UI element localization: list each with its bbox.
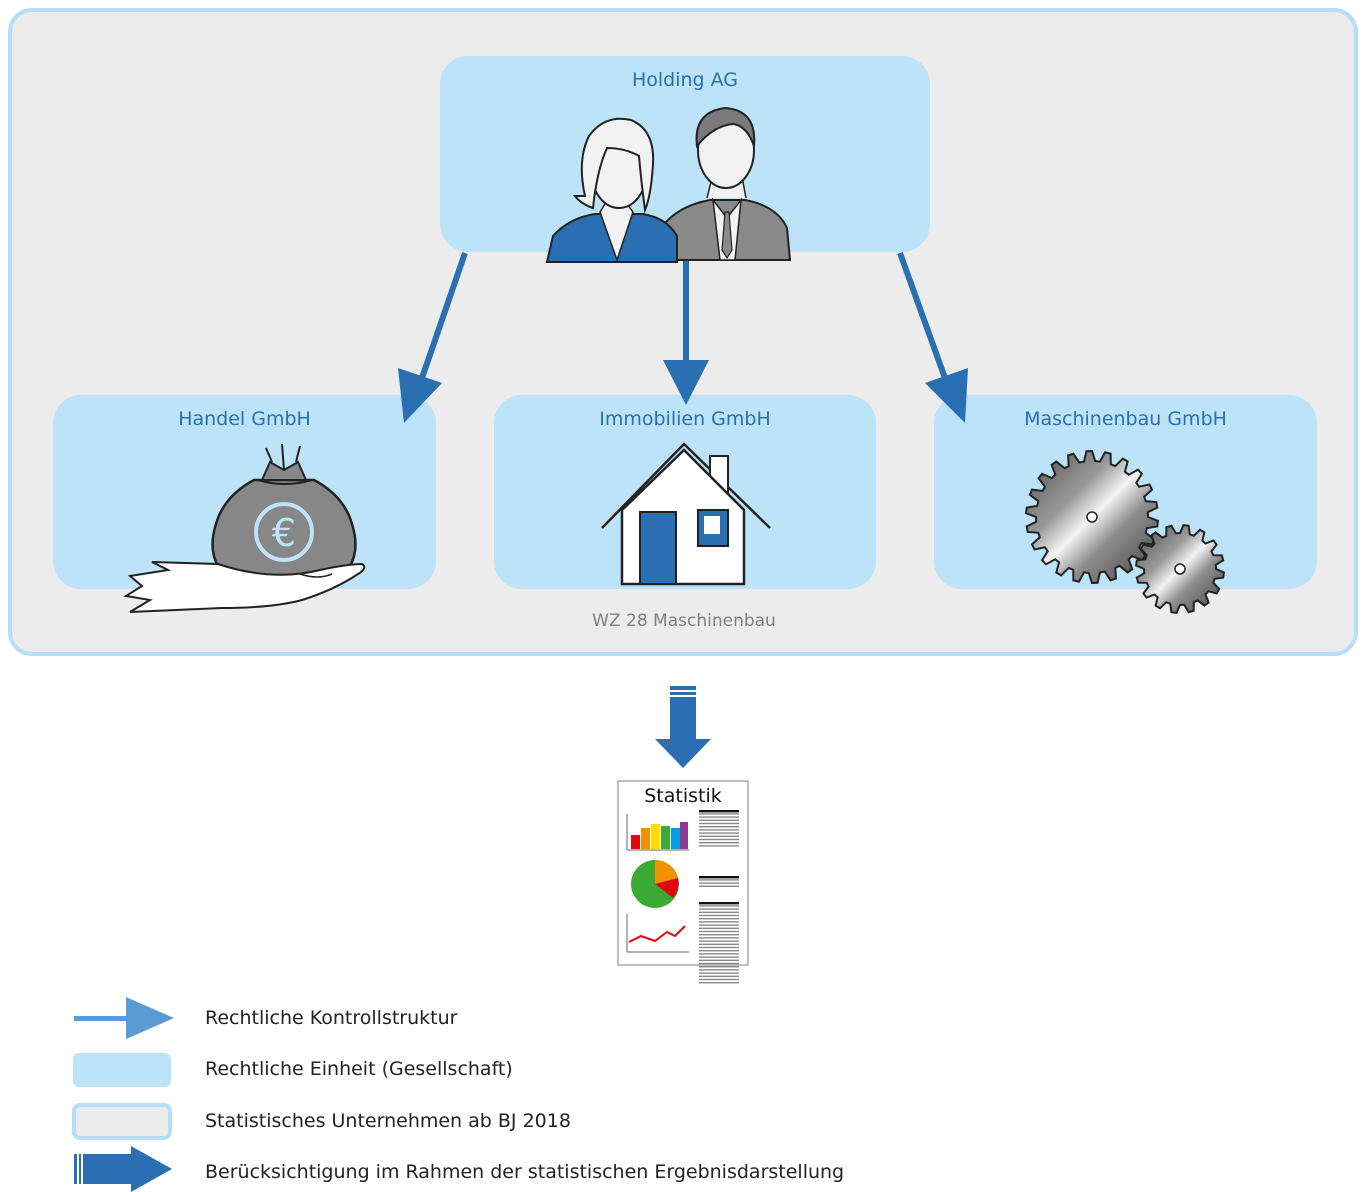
document-text-line — [699, 943, 739, 945]
document-text-line — [699, 940, 739, 942]
document-text-line — [699, 826, 739, 828]
document-text-line — [699, 879, 739, 881]
legend-statistical-enterprise: Statistisches Unternehmen ab BJ 2018 — [205, 1110, 571, 1132]
document-text-line — [699, 838, 739, 841]
document-text-line — [699, 953, 739, 955]
document-text-line — [699, 962, 739, 965]
arrow-to-immobilien — [663, 255, 709, 405]
document-text-line — [699, 927, 739, 929]
gear-hole — [1174, 563, 1186, 575]
document-text-line — [699, 822, 739, 825]
document-text-line — [699, 914, 739, 917]
house-icon — [601, 442, 771, 586]
legend-control-structure: Rechtliche Kontrollstruktur — [205, 1007, 458, 1029]
document-text-line — [699, 956, 739, 958]
document-text-line — [699, 810, 739, 813]
legend-control-arrow-icon — [74, 997, 174, 1039]
document-text-line — [699, 911, 739, 913]
gear-hole — [1086, 511, 1098, 523]
document-text-line — [699, 816, 739, 818]
document-text-line — [699, 829, 739, 831]
document-text-line — [699, 978, 739, 981]
statistics-title: Statistik — [644, 785, 722, 807]
svg-text:€: € — [272, 511, 296, 555]
document-text-line — [699, 908, 739, 910]
document-text-line — [699, 842, 739, 844]
document-text-line — [699, 882, 739, 884]
people-icon — [545, 106, 792, 263]
document-text-line — [699, 946, 739, 949]
statistics-document-icon — [617, 780, 749, 984]
arrow-to-maschinenbau — [897, 251, 968, 423]
document-text-line — [699, 930, 739, 933]
document-text-line — [699, 966, 739, 968]
document-text-line — [699, 876, 739, 879]
document-text-line — [699, 819, 739, 821]
large-gear — [1025, 449, 1159, 585]
money-bag-icon: € — [123, 443, 366, 613]
document-text-line — [699, 835, 739, 837]
document-text-line — [699, 921, 739, 923]
document-text-line — [699, 902, 739, 905]
gears-icon — [1025, 449, 1225, 614]
holding-ag-label: Holding AG — [631, 69, 739, 91]
document-text-lines — [699, 810, 739, 984]
result-arrow — [655, 686, 711, 768]
document-text-line — [699, 972, 739, 974]
document-text-line — [699, 959, 739, 961]
small-gear — [1135, 524, 1225, 614]
document-text-line — [699, 918, 739, 920]
control-arrows — [398, 251, 968, 423]
handel-gmbh-label: Handel GmbH — [178, 408, 311, 430]
document-text-line — [699, 975, 739, 977]
document-text-line — [699, 845, 739, 847]
document-text-line — [699, 924, 739, 926]
document-text-line — [699, 950, 739, 952]
document-text-line — [699, 969, 739, 971]
immobilien-gmbh-label: Immobilien GmbH — [599, 408, 771, 430]
document-text-line — [699, 982, 739, 984]
legend-result-display: Berücksichtigung im Rahmen der statistis… — [205, 1161, 845, 1183]
legend-enterprise-swatch — [72, 1103, 172, 1140]
legend-legal-unit-swatch — [73, 1053, 171, 1087]
enterprise-label: WZ 28 Maschinenbau — [592, 611, 776, 631]
legend-result-arrow-icon — [74, 1146, 172, 1192]
document-text-line — [699, 813, 739, 815]
document-text-line — [699, 885, 739, 887]
document-text-line — [699, 832, 739, 834]
legend-legal-unit: Rechtliche Einheit (Gesellschaft) — [205, 1058, 513, 1080]
document-text-line — [699, 937, 739, 939]
maschinenbau-gmbh-label: Maschinenbau GmbH — [1024, 408, 1227, 430]
document-text-line — [699, 934, 739, 936]
document-text-line — [699, 905, 739, 907]
arrow-to-handel — [398, 252, 468, 423]
